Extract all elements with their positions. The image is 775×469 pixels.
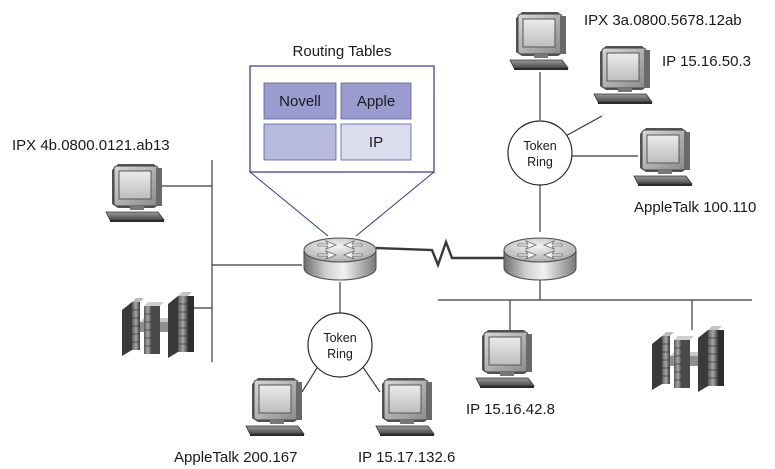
pc-ipx-right-icon [509, 11, 569, 71]
pc-ip-bottom-icon [375, 377, 435, 437]
table-cell-ip-label: IP [369, 134, 383, 151]
routing-tables-title: Routing Tables [293, 43, 392, 60]
table-cell-empty [263, 123, 337, 161]
router-left-icon [303, 237, 377, 281]
network-links [160, 72, 752, 393]
serial-wan-link [375, 238, 505, 269]
pc-appletalk-right-icon [633, 127, 693, 187]
table-callout-left [249, 171, 329, 237]
label-ip-bottom: IP 15.17.132.6 [358, 449, 455, 466]
server-left-icon [121, 291, 195, 359]
token-ring-right-line1: Token [523, 139, 556, 153]
token-ring-left: Token Ring [307, 312, 373, 378]
table-cell-apple [340, 82, 412, 120]
ring-to-ip-pc-top [561, 115, 603, 139]
token-ring-left-line1: Token [323, 331, 356, 345]
label-appletalk-bottom: AppleTalk 200.167 [174, 449, 297, 466]
pc-ip-bottom-mid-icon [475, 329, 535, 389]
server-right-icon [651, 325, 725, 393]
routing-tables-panel: Routing Tables Novell Apple IP [249, 43, 435, 173]
table-callout-right [355, 171, 435, 237]
label-ipx-left: IPX 4b.0800.0121.ab13 [12, 137, 170, 154]
token-ring-left-line2: Ring [327, 347, 353, 361]
pc-appletalk-bottom-icon [245, 377, 305, 437]
table-cell-apple-label: Apple [357, 93, 395, 110]
pc-ip-right-top-icon [593, 45, 653, 105]
table-cell-novell [263, 82, 337, 120]
router-right-icon [503, 237, 577, 281]
pc-ipx-left-icon [105, 163, 165, 223]
token-ring-right: Token Ring [507, 120, 573, 186]
label-appletalk-right: AppleTalk 100.110 [634, 199, 756, 216]
table-cell-novell-label: Novell [279, 93, 321, 110]
label-ip-right-top: IP 15.16.50.3 [662, 53, 751, 70]
token-ring-right-line2: Ring [527, 155, 553, 169]
label-ipx-right: IPX 3a.0800.5678.12ab [584, 12, 742, 29]
table-cell-ip [340, 123, 412, 161]
label-ip-bottom-mid: IP 15.16.42.8 [466, 401, 555, 418]
